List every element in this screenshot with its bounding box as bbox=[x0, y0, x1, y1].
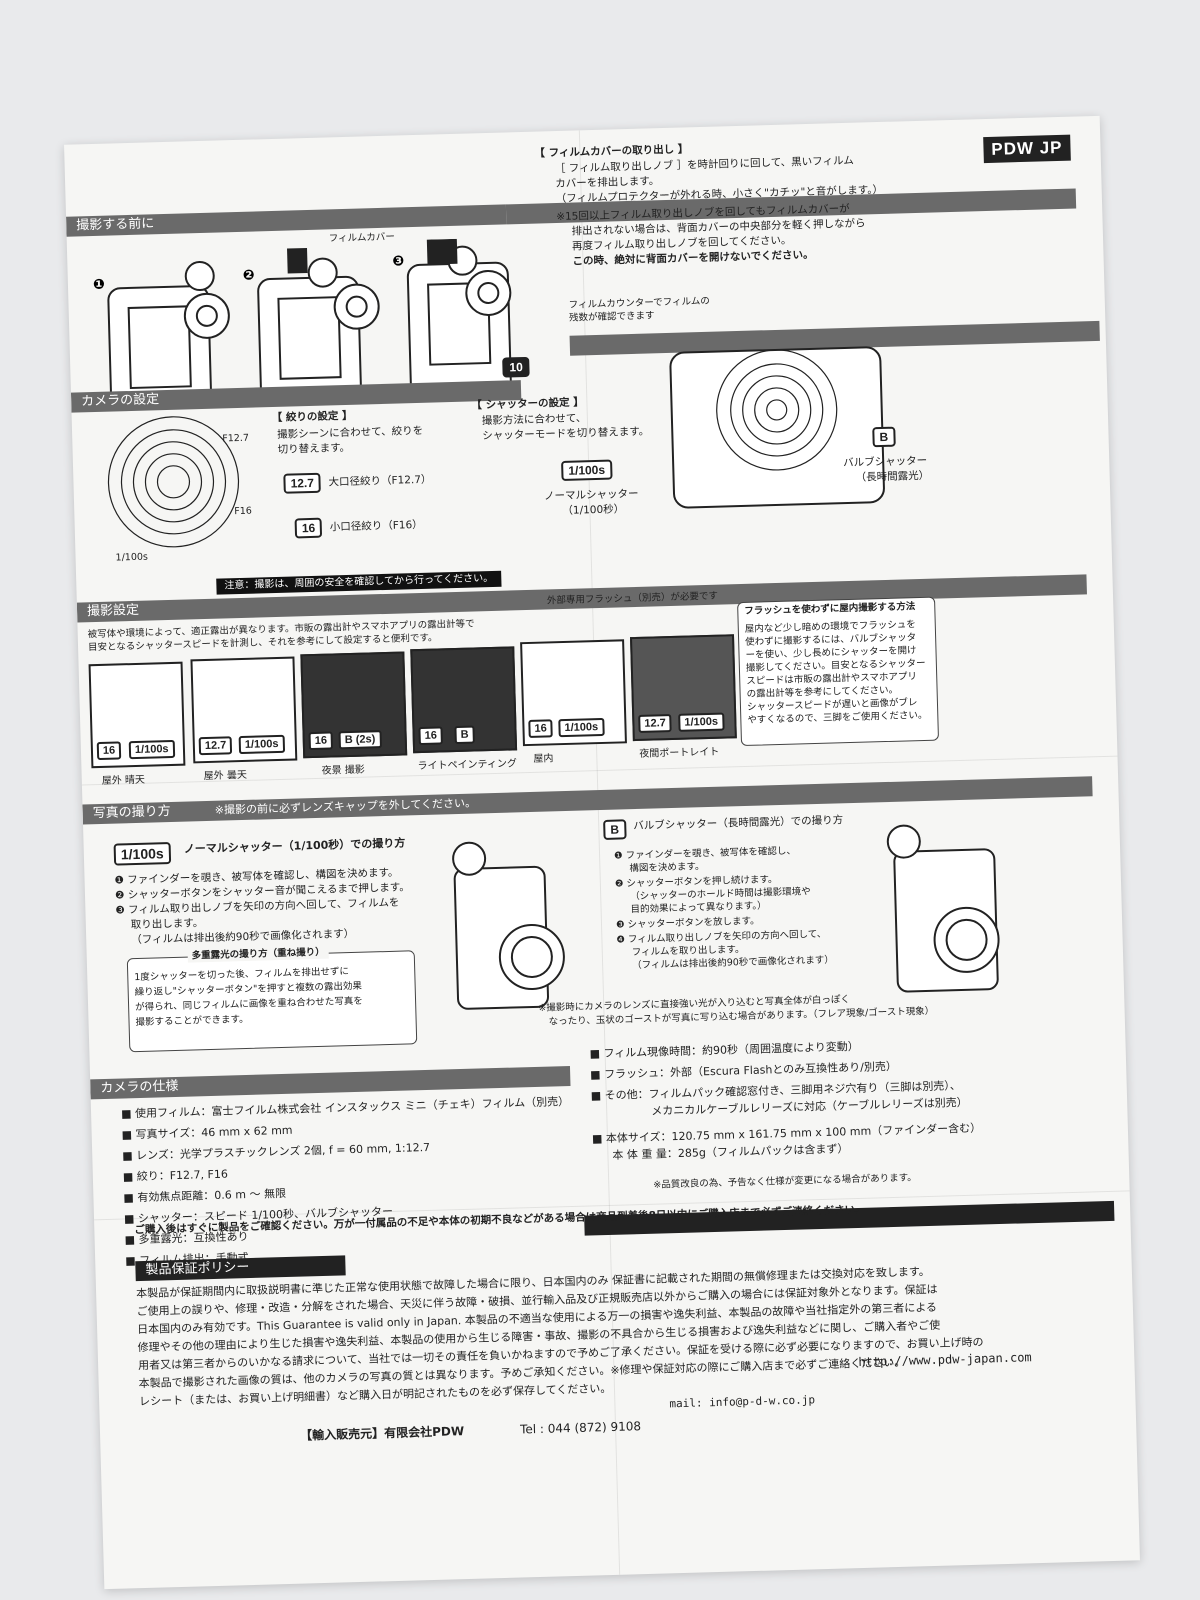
camera-side-illustration bbox=[452, 841, 565, 1010]
scene-photo-indoor: 16 1/100s bbox=[520, 639, 627, 747]
film-cover-label: フィルムカバー bbox=[328, 231, 396, 245]
shutter-chip: 1/100s bbox=[678, 712, 725, 732]
section-band: 写真の撮り方 ※撮影の前に必ずレンズキャップを外してください。 bbox=[82, 776, 1093, 825]
multi-exposure-title: 多重露光の撮り方（重ね撮り） bbox=[187, 945, 329, 963]
contact-email[interactable]: mail: info@p-d-w.co.jp bbox=[669, 1393, 816, 1411]
lens-marking-100s: 1/100s bbox=[115, 551, 149, 564]
aperture-chip: 12.7 bbox=[638, 714, 673, 733]
bulb-step: 目的効果によって異なります。） bbox=[630, 900, 767, 916]
seller-name: 【輸入販売元】有限会社PDW bbox=[299, 1424, 465, 1443]
instruction-sheet: PDW JP 撮影する前に ❶ ❷ ❸ フィルムカバー 10 【 フィルムカバー… bbox=[64, 115, 1140, 1590]
scene-caption: 夜景 撮影 bbox=[321, 764, 365, 777]
aperture-line: 撮影シーンに合わせて、絞りを bbox=[277, 424, 424, 441]
shutter-chip: 1/100s bbox=[128, 739, 175, 760]
aperture-chip: 16 bbox=[528, 719, 554, 738]
normal-shutter-label: ノーマルシャッター bbox=[543, 487, 639, 503]
scene-photo-night-portrait: 12.7 1/100s bbox=[629, 634, 737, 742]
side-box-title: フラッシュを使わずに屋内撮影する方法 bbox=[744, 601, 916, 617]
lens-marking-f127: F12.7 bbox=[222, 432, 250, 445]
step-2-marker: ❷ bbox=[243, 267, 255, 283]
bulb-shutter-head: バルブシャッター（長時間露光）での撮り方 bbox=[633, 814, 844, 833]
spec-item: レンズ：光学プラスチックレンズ 2個, f = 60 mm, 1:12.7 bbox=[122, 1139, 430, 1164]
camera-illustrations-step: ❶ ❷ ❸ bbox=[93, 238, 512, 410]
scene-photo-light-painting: 16 B bbox=[410, 646, 518, 754]
shutter-chip: 1/100s bbox=[238, 734, 285, 755]
aperture-chip: 12.7 bbox=[198, 736, 233, 756]
normal-shutter-head: ノーマルシャッター（1/100秒）での撮り方 bbox=[183, 836, 406, 856]
bulb-step: ❶ ファインダーを覗き、被写体を確認し、 bbox=[613, 845, 797, 862]
shutter-chip: B (2s) bbox=[338, 730, 382, 750]
shutter-head: 【 シャッターの設定 】 bbox=[471, 396, 584, 412]
seller-phone: Tel : 044 (872) 9108 bbox=[519, 1419, 642, 1437]
normal-shutter-chip: 1/100s bbox=[561, 459, 613, 481]
normal-shutter-chip: 1/100s bbox=[113, 842, 171, 866]
spec-item: 絞り：F12.7, F16 bbox=[123, 1166, 228, 1185]
lens-dial-left bbox=[107, 416, 240, 548]
scene-photo-sunny: 16 1/100s bbox=[88, 661, 186, 769]
spec-item: 使用フィルム：富士フイルム株式会社 インスタックス ミニ（チェキ）フィルム（別売… bbox=[121, 1093, 570, 1122]
scene-caption: 屋内 bbox=[533, 753, 554, 765]
scene-photo-cloudy: 12.7 1/100s bbox=[190, 656, 298, 764]
scene-caption: ライトペインティング bbox=[417, 758, 518, 773]
bulb-shutter-chip: B bbox=[603, 819, 627, 840]
aperture-chip: 16 bbox=[96, 741, 122, 761]
aperture-chip: 16 bbox=[308, 731, 334, 751]
film-counter: 10 bbox=[502, 356, 531, 378]
brand-logo: PDW JP bbox=[982, 134, 1071, 164]
aperture-chip: 16 bbox=[418, 726, 444, 746]
spec-item: 有効焦点距離：0.6 m 〜 無限 bbox=[123, 1185, 286, 1206]
bulb-shutter-chip: B bbox=[872, 426, 896, 448]
camera-bulb-illustration bbox=[886, 824, 1000, 993]
spec-change-note: ※品質改良の為、予告なく仕様が変更になる場合があります。 bbox=[653, 1172, 917, 1191]
normal-shutter-sub: （1/100秒） bbox=[562, 503, 625, 517]
aperture-line: 切り替えます。 bbox=[277, 441, 351, 456]
scene-caption: 夜間ポートレイト bbox=[639, 746, 720, 760]
lens-cap-note: ※撮影の前に必ずレンズキャップを外してください。 bbox=[214, 796, 477, 817]
multi-exposure-box: 多重露光の撮り方（重ね撮り） 1度シャッターを切った後、フィルムを排出せずに 繰… bbox=[126, 945, 418, 1053]
aperture-option-small: 小口径絞り（F16） bbox=[329, 518, 423, 534]
shutter-chip: B bbox=[454, 725, 475, 745]
scene-caption: 屋外 曇天 bbox=[203, 769, 248, 783]
camera-front-dial bbox=[669, 346, 885, 509]
bulb-shutter-sub: （長時間露光） bbox=[855, 469, 930, 484]
multi-exposure-line: 撮影することができます。 bbox=[135, 1013, 249, 1029]
spec-item: フラッシュ：外部（Escura Flashとのみ互換性あり/別売） bbox=[590, 1058, 897, 1083]
bulb-step: 構図を決めます。 bbox=[629, 861, 705, 875]
spec-item: フィルム現像時間：約90秒（周囲温度により変動） bbox=[589, 1038, 859, 1062]
lens-marking-f16: F16 bbox=[234, 505, 253, 518]
scene-photo-night: 16 B (2s) bbox=[300, 651, 408, 759]
section-title: 写真の撮り方 bbox=[92, 804, 171, 822]
aperture-chip-16: 16 bbox=[294, 517, 323, 539]
step-1-marker: ❶ bbox=[93, 277, 105, 293]
aperture-head: 【 絞りの設定 】 bbox=[271, 409, 353, 425]
section-title: 撮影する前に bbox=[66, 204, 507, 237]
scene-caption: 屋外 晴天 bbox=[101, 774, 146, 787]
step-3-marker: ❸ bbox=[392, 253, 404, 269]
aperture-option-large: 大口径絞り（F12.7） bbox=[328, 473, 432, 489]
indoor-no-flash-box: フラッシュを使わずに屋内撮影する方法 屋内など少し暗めの環境でフラッシュを 使わ… bbox=[737, 596, 940, 747]
shutter-chip: 1/100s bbox=[558, 717, 605, 738]
spec-item: 写真サイズ：46 mm x 62 mm bbox=[121, 1122, 292, 1143]
aperture-chip-127: 12.7 bbox=[283, 472, 322, 494]
bulb-step: ❸ シャッターボタンを放します。 bbox=[615, 915, 760, 931]
counter-note: 残数が確認できます bbox=[568, 310, 655, 324]
